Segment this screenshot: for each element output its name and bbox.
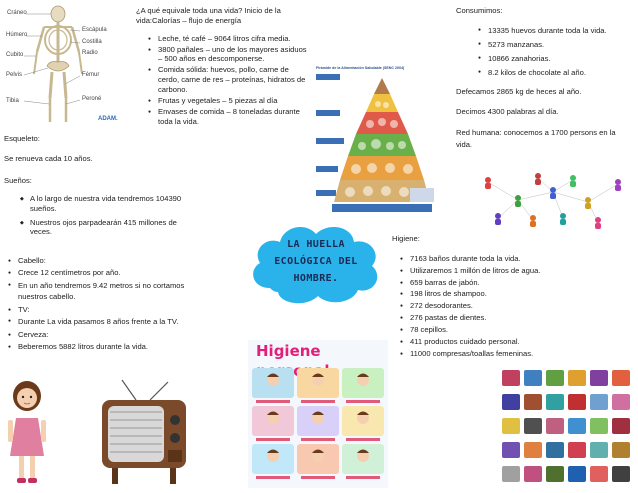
cloud-title-line: HOMBRE.: [293, 273, 339, 284]
skeleton-label: Costilla: [82, 39, 102, 45]
list-item: 272 desodorantes.: [398, 301, 572, 311]
list-item: 10866 zanahorias.: [476, 53, 632, 66]
list-item: Frutas y vegetales – 5 piezas al día: [146, 96, 308, 106]
skeleton-label: Tibia: [6, 98, 19, 104]
list-item: 411 productos cuidado personal.: [398, 337, 572, 347]
higiene-section: Higiene: 7163 baños durante toda la vida…: [392, 234, 572, 360]
esqueleto-section: Esqueleto: Se renueva cada 10 años.: [4, 134, 134, 164]
suenos-list: A lo largo de nuestra vida tendremos 104…: [4, 194, 184, 237]
esqueleto-line: Se renueva cada 10 años.: [4, 153, 93, 163]
higiene-personal-poster: Higiene personal: [248, 340, 388, 488]
skeleton-label: Húmero: [6, 32, 28, 38]
misc-list: Cabello: Crece 12 centímetros por año. E…: [6, 256, 186, 351]
skeleton-label: Radio: [82, 50, 98, 56]
people-network-image: [478, 172, 628, 230]
higiene-list: 7163 baños durante toda la vida. Utiliza…: [392, 254, 572, 359]
hygiene-products-image: [500, 366, 634, 490]
tv-image: [98, 378, 190, 490]
esqueleto-heading: Esqueleto:: [4, 134, 40, 143]
consumimos-line: Defecamos 2865 kg de heces al año.: [456, 87, 582, 97]
list-item: Nuestros ojos parpadearán 415 millones d…: [18, 218, 184, 238]
list-item: TV:: [6, 305, 186, 315]
vida-list: Leche, té café – 9064 litros cifra media…: [136, 34, 308, 127]
list-item: 8.2 kilos de chocolate al año.: [476, 67, 632, 80]
consumimos-section: Consumimos: 13335 huevos durante toda la…: [456, 6, 632, 151]
list-item: En un año tendremos 9.42 metros si no co…: [6, 280, 186, 303]
list-item: Cabello:: [6, 256, 186, 266]
food-pyramid-image: Pirámide de la Alimentación Saludable (S…: [312, 64, 438, 214]
pyramid-title: Pirámide de la Alimentación Saludable (S…: [316, 66, 405, 70]
list-item: 659 barras de jabón.: [398, 278, 572, 288]
list-item: Leche, té café – 9064 litros cifra media…: [146, 34, 308, 44]
misc-section: Cabello: Crece 12 centímetros por año. E…: [6, 256, 186, 352]
skeleton-label: Peroné: [82, 96, 102, 102]
girl-image: [2, 378, 52, 490]
list-item: 5273 manzanas.: [476, 39, 632, 52]
skeleton-label: Cubito: [6, 52, 24, 58]
list-item: Comida sólida: huevos, pollo, carne de c…: [146, 65, 308, 95]
consumimos-line: Decimos 4300 palabras al día.: [456, 107, 559, 117]
list-item: A lo largo de nuestra vida tendremos 104…: [18, 194, 184, 214]
list-item: 78 cepillos.: [398, 325, 572, 335]
higiene-heading: Higiene:: [392, 234, 420, 243]
list-item: Envases de comida – 8 toneladas durante …: [146, 107, 308, 127]
list-item: 276 pastas de dientes.: [398, 313, 572, 323]
list-item: 7163 baños durante toda la vida.: [398, 254, 572, 264]
skeleton-label: Pelvis: [6, 72, 23, 78]
cloud-title-line: ECOLÓGICA DEL: [274, 256, 358, 267]
list-item: 13335 huevos durante toda la vida.: [476, 25, 632, 38]
list-item: 198 litros de shampoo.: [398, 289, 572, 299]
list-item: Durante La vida pasamos 8 años frente a …: [6, 316, 186, 327]
consumimos-list: 13335 huevos durante toda la vida. 5273 …: [456, 25, 632, 80]
list-item: 3800 pañales – uno de los mayores asiduo…: [146, 45, 308, 65]
skeleton-label: Escápula: [82, 27, 107, 33]
adam-logo: ADAM.: [98, 116, 118, 122]
list-item: Utilizaremos 1 millón de litros de agua.: [398, 266, 572, 276]
list-item: Cerveza:: [6, 330, 186, 340]
skeleton-image: Cráneo Húmero Cubito Pelvis Tibia Escápu…: [0, 0, 120, 128]
cloud-title: LA HUELLA ECOLÓGICA DEL HOMBRE.: [256, 236, 376, 287]
consumimos-line: Red humana: conocemos a 1700 persons en …: [456, 128, 616, 149]
skeleton-label: Cráneo: [7, 10, 27, 16]
vida-section: ¿A qué equivale toda una vida? Inicio de…: [136, 6, 308, 127]
title-cloud: LA HUELLA ECOLÓGICA DEL HOMBRE.: [244, 218, 388, 310]
consumimos-heading: Consumimos:: [456, 6, 503, 15]
skeleton-label: Fémur: [82, 72, 100, 78]
list-item: Crece 12 centímetros por año.: [6, 268, 186, 278]
list-item: 11000 compresas/toallas femeninas.: [398, 349, 572, 359]
suenos-heading: Sueños:: [4, 176, 32, 185]
cloud-title-line: LA HUELLA: [287, 239, 345, 250]
list-item: Beberemos 5882 litros durante la vida.: [6, 342, 186, 352]
vida-heading: ¿A qué equivale toda una vida? Inicio de…: [136, 6, 281, 25]
suenos-section: Sueños: A lo largo de nuestra vida tendr…: [4, 176, 184, 238]
